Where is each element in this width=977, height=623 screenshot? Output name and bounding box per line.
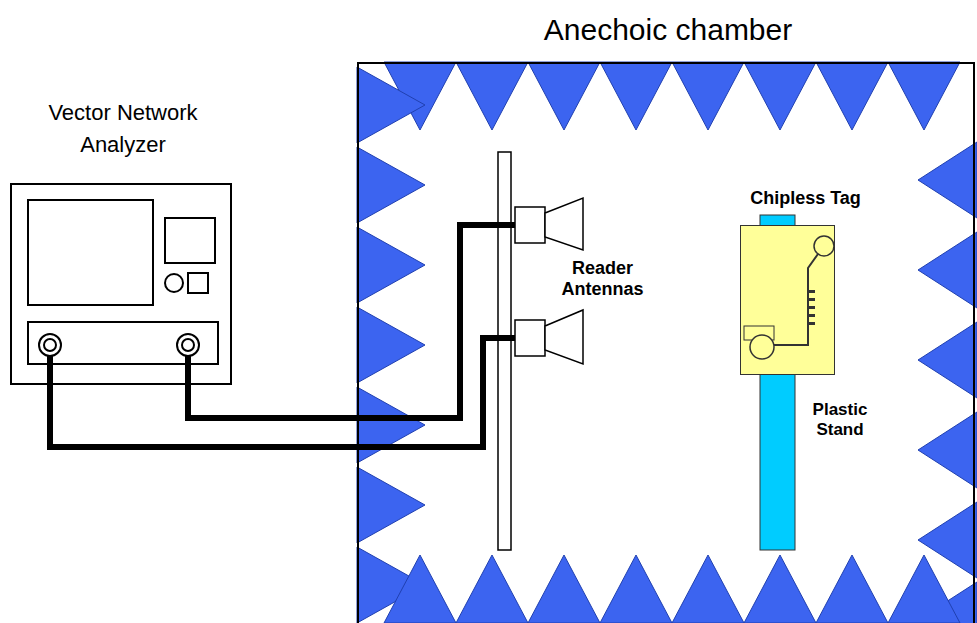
coax-cable [188,225,515,418]
absorber-cones [357,62,977,623]
chipless-tag [740,225,835,375]
chamber-heading: Anechoic chamber [359,12,977,48]
vna-body [10,183,232,385]
label-holder: Plastic Stand [800,400,880,441]
antenna-group: Reader Antennas [515,195,654,365]
chamber-box: Anechoic chamberReader AntennasChipless … [357,62,975,623]
coax-cable [50,338,515,447]
antenna-pole [498,152,511,550]
part-label: Plastic Stand [800,400,880,441]
antenna-label: Reader Antennas [555,258,650,299]
tag-box: Chipless Tag [740,225,835,375]
analyzer-heading: Vector Network Analyzer [12,97,234,161]
analyzer-box: Vector Network Analyzer [10,183,232,385]
tag-heading: Chipless Tag [738,188,873,210]
